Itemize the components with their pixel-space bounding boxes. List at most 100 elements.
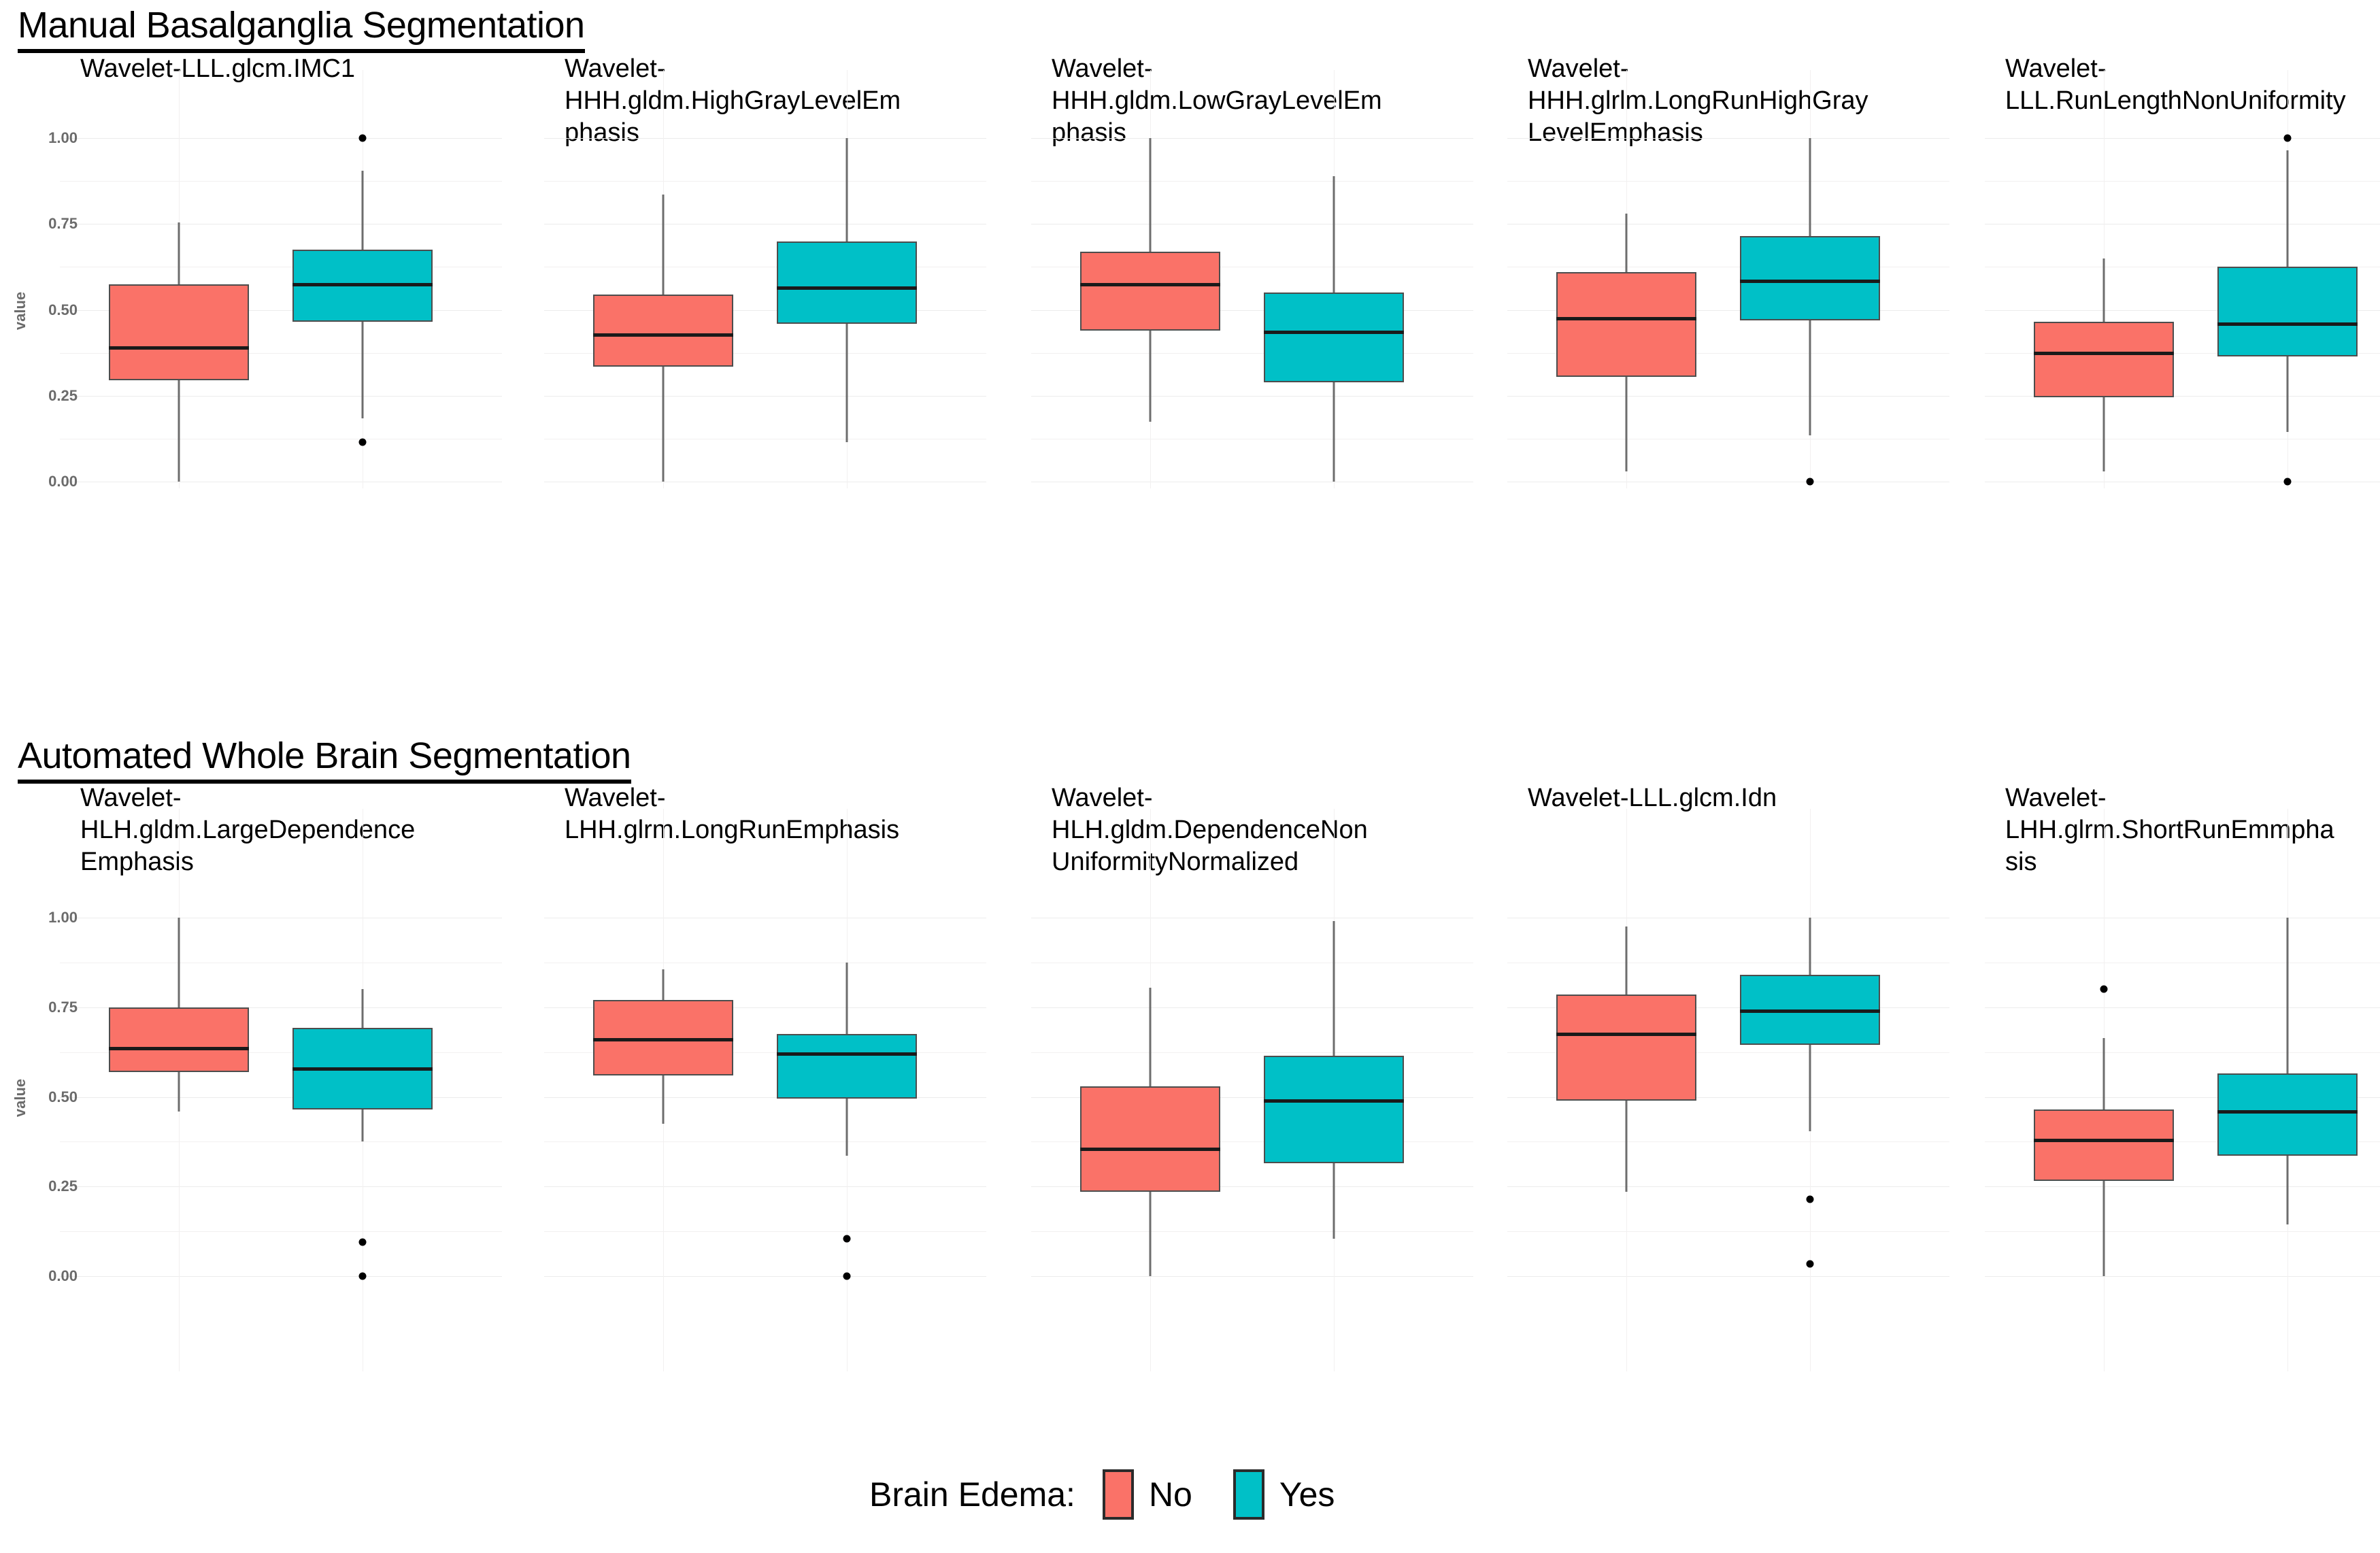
outlier-point — [1806, 1260, 1814, 1268]
box-no[interactable] — [109, 1007, 249, 1072]
panel-title-line: phasis — [565, 118, 639, 147]
panel-title-line: Wavelet- — [1528, 54, 1629, 83]
y-axis-label: value — [12, 291, 29, 330]
gridline — [1507, 1007, 1949, 1008]
y-axis-label: value — [12, 1078, 29, 1117]
box-no[interactable] — [2034, 322, 2174, 398]
plot-area — [544, 70, 986, 488]
box-yes[interactable] — [777, 1034, 917, 1099]
gridline — [1031, 1276, 1473, 1277]
gridline — [1985, 310, 2380, 311]
gridline — [1031, 138, 1473, 139]
box-yes[interactable] — [1740, 235, 1880, 320]
box-no[interactable] — [1080, 251, 1220, 331]
legend-label-yes: Yes — [1279, 1475, 1335, 1514]
box-yes[interactable] — [1264, 1055, 1404, 1163]
panel-title: Wavelet-LLL.glcm.IMC1 — [80, 53, 461, 85]
gridline — [1031, 395, 1473, 397]
gridline — [60, 138, 502, 139]
gridline — [1031, 1231, 1473, 1233]
panel-title-line: HHH.gldm.LowGrayLevelEm — [1052, 86, 1382, 115]
section-title-manual: Manual Basalganglia Segmentation — [18, 4, 585, 53]
gridline — [1507, 138, 1949, 139]
gridline — [1985, 1097, 2380, 1098]
outlier-point — [843, 1235, 851, 1243]
gridline — [544, 1007, 986, 1008]
gridline — [1985, 1276, 2380, 1277]
outlier-point — [843, 1272, 851, 1280]
panel-title-line: Wavelet- — [565, 54, 666, 83]
median-line — [109, 1047, 249, 1051]
panel-title-line: LevelEmphasis — [1528, 118, 1703, 147]
box-yes[interactable] — [777, 241, 917, 324]
legend-swatch-no[interactable] — [1102, 1469, 1134, 1520]
outlier-point — [358, 1238, 367, 1246]
outlier-point — [2283, 478, 2292, 486]
plot-area — [544, 809, 986, 1371]
box-no[interactable] — [1556, 271, 1696, 377]
median-line — [593, 333, 733, 337]
median-line — [593, 1038, 733, 1042]
plot-area — [1507, 809, 1949, 1371]
panel-title-line: Wavelet- — [2005, 54, 2107, 83]
median-line — [2217, 322, 2358, 326]
panel-title-line: Wavelet- — [2005, 784, 2107, 812]
median-line — [777, 1052, 917, 1056]
panel-title: Wavelet-LHH.glrm.LongRunEmphasis — [565, 782, 945, 846]
panel-title-line: HLH.gldm.DependenceNon — [1052, 816, 1368, 844]
median-line — [1556, 1033, 1696, 1037]
gridline — [1031, 1097, 1473, 1098]
box-yes[interactable] — [1264, 293, 1404, 382]
box-no[interactable] — [109, 284, 249, 381]
section-title-automated: Automated Whole Brain Segmentation — [18, 735, 631, 784]
legend-swatch-yes[interactable] — [1233, 1469, 1264, 1520]
outlier-point — [1806, 478, 1814, 486]
gridline — [544, 181, 986, 182]
gridline — [1507, 1052, 1949, 1053]
gridline — [1507, 1186, 1949, 1188]
outlier-point — [358, 1272, 367, 1280]
y-axis-tick: 0.75 — [48, 998, 78, 1016]
gridline — [60, 352, 502, 354]
outlier-point — [358, 134, 367, 142]
median-line — [777, 286, 917, 290]
gridline — [1031, 1186, 1473, 1188]
median-line — [1556, 317, 1696, 321]
gridline — [1031, 1052, 1473, 1053]
box-no[interactable] — [593, 1000, 733, 1075]
y-axis-tick: 1.00 — [48, 909, 78, 926]
median-line — [109, 346, 249, 350]
gridline — [1031, 352, 1473, 354]
gridline — [544, 1141, 986, 1143]
box-yes[interactable] — [2217, 267, 2358, 356]
gridline — [544, 1052, 986, 1053]
box-no[interactable] — [593, 294, 733, 367]
legend: Brain Edema: No Yes — [869, 1469, 1375, 1520]
box-no[interactable] — [1080, 1086, 1220, 1192]
median-line — [292, 282, 433, 286]
box-no[interactable] — [2034, 1109, 2174, 1182]
box-yes[interactable] — [2217, 1073, 2358, 1156]
gridline — [60, 1052, 502, 1053]
legend-label-no: No — [1148, 1475, 1192, 1514]
panel-title-line: HLH.gldm.LargeDependence — [80, 816, 416, 844]
gridline — [60, 181, 502, 182]
gridline — [1507, 1141, 1949, 1143]
box-no[interactable] — [1556, 995, 1696, 1101]
section-title-text: Manual Basalganglia Segmentation — [18, 4, 585, 53]
median-line — [292, 1067, 433, 1071]
plot-area — [1031, 809, 1473, 1371]
y-axis-tick: 1.00 — [48, 129, 78, 146]
gridline — [544, 352, 986, 354]
gridline — [1507, 1097, 1949, 1098]
median-line — [1080, 1147, 1220, 1151]
gridline — [1507, 310, 1949, 311]
median-line — [2034, 1138, 2174, 1142]
